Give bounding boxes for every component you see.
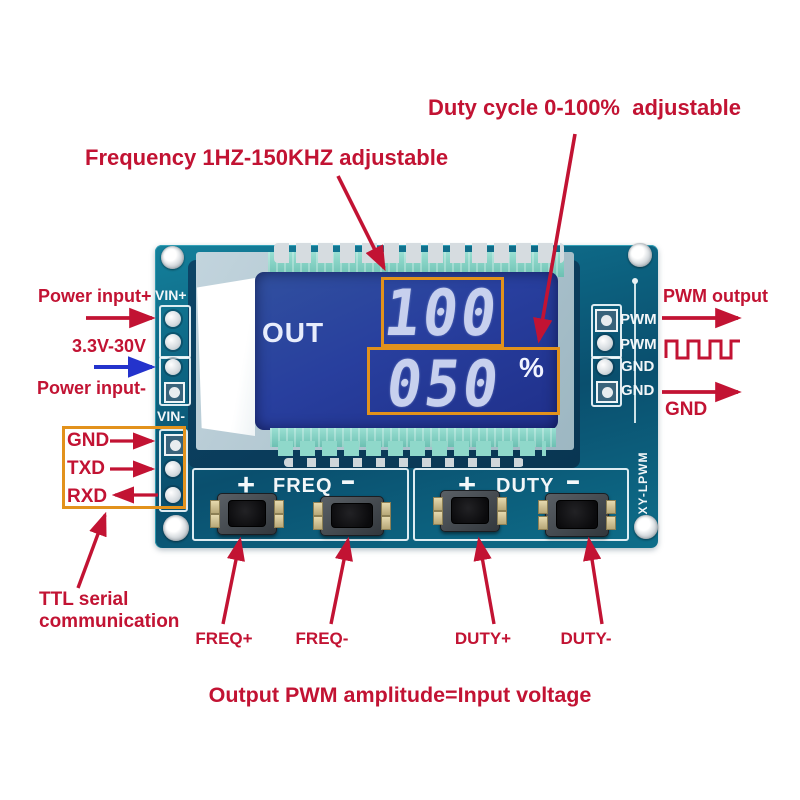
- duty-plus-button: [433, 490, 507, 532]
- duty-minus-silkscreen: -: [565, 462, 581, 497]
- power-input-plus-label: Power input+: [38, 286, 152, 306]
- mounting-hole-top-left: [161, 246, 184, 269]
- freq-group-outline: [192, 468, 409, 541]
- pwm-pin-2: [597, 335, 613, 351]
- pwm-pin-1: [595, 309, 618, 332]
- duty-range-label: Duty cycle 0-100% adjustable: [428, 95, 742, 120]
- serial-gnd-label: GND: [67, 430, 110, 451]
- ttl-callout-arrow: [76, 511, 107, 589]
- freq-silkscreen: FREQ: [273, 475, 333, 497]
- vin-minus-silkscreen: VIN-: [157, 408, 185, 424]
- vin-pin-3: [165, 359, 181, 375]
- freq-value-highlight-box: [381, 277, 504, 347]
- freq-plus-arrow: [221, 536, 245, 625]
- duty-value-highlight-box: [367, 347, 560, 415]
- serial-txd-pin: [165, 461, 181, 477]
- duty-plus-label: DUTY+: [454, 629, 512, 648]
- pwm-header-outline-bottom: [591, 356, 622, 407]
- freq-minus-button: [313, 496, 391, 536]
- duty-minus-label: DUTY-: [560, 629, 612, 648]
- pwm-pin-1-label: PWM: [620, 311, 657, 328]
- duty-plus-arrow: [473, 536, 496, 625]
- vin-minus-header-outline: [159, 356, 191, 406]
- vin-pin-1: [165, 311, 181, 327]
- lcd-screen: [255, 272, 558, 430]
- model-silkscreen: XY-LPWM: [636, 451, 650, 515]
- percent-sign: %: [519, 352, 544, 383]
- mounting-hole-bottom-right: [634, 515, 658, 539]
- mounting-hole-top-right: [628, 243, 652, 267]
- freq-minus-label: FREQ-: [295, 629, 349, 648]
- serial-header-outline: [159, 429, 188, 512]
- serial-pins-highlight-box: [62, 426, 186, 509]
- power-input-minus-label: Power input-: [37, 378, 146, 398]
- freq-range-label: Frequency 1HZ-150KHZ adjustable: [85, 145, 449, 170]
- duty-group-outline: [413, 468, 629, 541]
- pwm-pin-4-label: GND: [621, 382, 655, 399]
- pwm-output-label: PWM output: [663, 286, 768, 306]
- vin-plus-header-outline: [159, 305, 191, 359]
- lcd-pin-row-bottom: [278, 441, 546, 456]
- solder-dot-row: [284, 458, 524, 467]
- lcd-pin-row-top: [274, 243, 564, 263]
- out-indicator: OUT: [262, 317, 325, 348]
- freq-plus-button: [210, 493, 284, 535]
- vin-pin-4: [164, 382, 185, 403]
- lcd-reflection: [197, 278, 255, 436]
- freq-minus-arrow: [329, 536, 353, 625]
- vin-pin-2: [165, 334, 181, 350]
- pwm-pin-2-label: PWM: [620, 336, 657, 353]
- serial-txd-label: TXD: [67, 458, 105, 479]
- duty-silkscreen: DUTY: [496, 475, 555, 497]
- duty-minus-button: [538, 493, 616, 537]
- pwm-pin-4: [596, 381, 618, 403]
- vin-plus-silkscreen: VIN+: [155, 287, 187, 303]
- silkscreen-trace-dot: [632, 278, 638, 284]
- serial-rxd-label: RXD: [67, 486, 108, 507]
- silkscreen-trace-line: [634, 283, 636, 423]
- pwm-header-outline-top: [591, 304, 622, 359]
- pwm-waveform-icon: [664, 339, 740, 360]
- voltage-range-label: 3.3V-30V: [72, 336, 147, 356]
- gnd-output-label: GND: [665, 399, 708, 420]
- pwm-pin-3-label: GND: [621, 358, 655, 375]
- pwm-pin-3: [597, 359, 613, 375]
- duty-minus-arrow: [583, 536, 604, 625]
- mounting-hole-bottom-left: [163, 515, 189, 541]
- freq-plus-label: FREQ+: [195, 629, 253, 648]
- freq-minus-silkscreen: -: [340, 462, 356, 497]
- amplitude-note: Output PWM amplitude=Input voltage: [208, 683, 592, 707]
- serial-rxd-pin: [165, 487, 181, 503]
